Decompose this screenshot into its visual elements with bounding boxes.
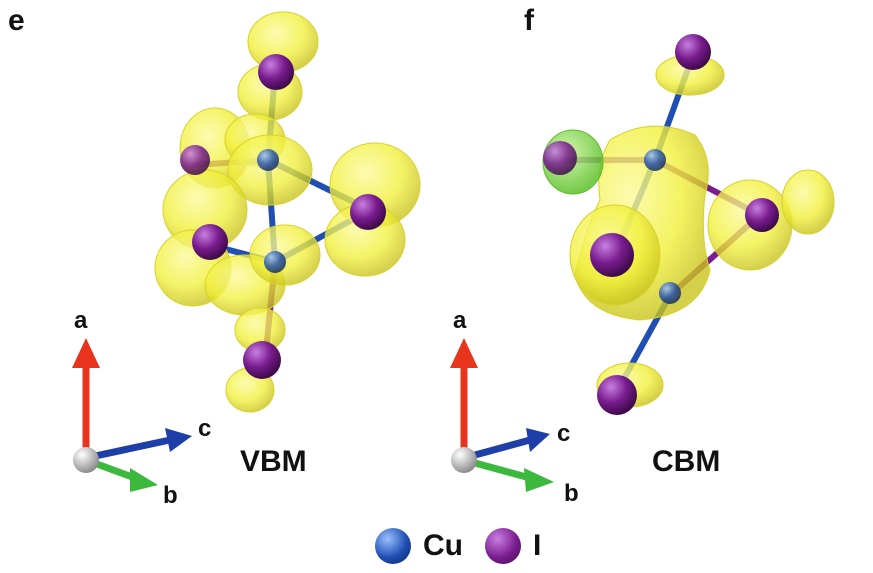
vbm-structure bbox=[154, 11, 421, 413]
panel-letter-f: f bbox=[524, 4, 534, 37]
cbm-axis-b-label: b bbox=[564, 480, 579, 507]
legend-item-i: I bbox=[485, 528, 541, 564]
legend-label-cu: Cu bbox=[423, 529, 463, 562]
cbm-axis-a-label: a bbox=[453, 307, 467, 334]
vbm-axis-b-label: b bbox=[163, 482, 178, 509]
vbm-atoms bbox=[180, 54, 386, 379]
cbm-structure bbox=[542, 34, 835, 415]
cbm-atoms bbox=[543, 34, 779, 415]
cbm-isosurface bbox=[542, 54, 835, 408]
vbm-axis-triad bbox=[72, 338, 192, 492]
vbm-label: VBM bbox=[240, 445, 307, 478]
cu-atom-icon bbox=[375, 528, 411, 564]
i-atom-icon bbox=[485, 528, 521, 564]
vbm-axis-a-label: a bbox=[74, 307, 88, 334]
cbm-axis-triad bbox=[450, 338, 554, 492]
legend-item-cu: Cu bbox=[375, 528, 463, 564]
cbm-axis-c-label: c bbox=[557, 420, 571, 447]
panel-letter-e: e bbox=[8, 4, 25, 37]
cbm-label: CBM bbox=[652, 445, 721, 478]
vbm-axis-c-label: c bbox=[198, 415, 212, 442]
legend-label-i: I bbox=[533, 529, 542, 562]
atom-legend: Cu I bbox=[375, 524, 563, 568]
